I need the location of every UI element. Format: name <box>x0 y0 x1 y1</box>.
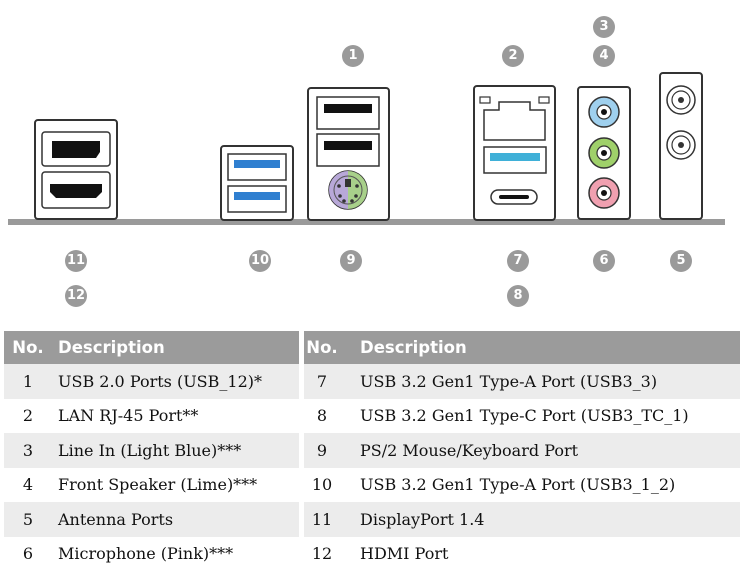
row-description: Antenna Ports <box>52 502 299 537</box>
callout-12: 12 <box>65 285 87 307</box>
displayport-connector <box>41 131 111 167</box>
io-panel-diagram <box>8 72 725 225</box>
row-no: 3 <box>4 433 52 468</box>
audio-jacks-block <box>577 86 631 220</box>
callout-4: 4 <box>593 45 615 67</box>
header-no: No. <box>4 331 52 364</box>
header-description: Description <box>340 331 740 364</box>
antenna-block <box>659 72 703 220</box>
callout-11: 11 <box>65 250 87 272</box>
row-no: 9 <box>304 433 340 468</box>
row-no: 5 <box>4 502 52 537</box>
callout-6: 6 <box>593 250 615 272</box>
table-row: 6 Microphone (Pink)*** <box>4 537 299 572</box>
panel-baseline <box>8 219 725 225</box>
usb2-ps2-block <box>307 87 390 221</box>
row-description: Front Speaker (Lime)*** <box>58 475 258 495</box>
row-no: 2 <box>22 406 34 426</box>
usb3-dual-block <box>220 145 294 221</box>
header-no: No. <box>304 331 340 364</box>
row-description: USB 3.2 Gen1 Type-A Port (USB3_3) <box>340 364 740 399</box>
rj45-port <box>479 96 550 141</box>
typec-port <box>490 189 538 205</box>
row-description: PS/2 Mouse/Keyboard Port <box>340 433 740 468</box>
callout-7: 7 <box>507 250 529 272</box>
table-row: 12 HDMI Port <box>304 537 740 572</box>
display-hdmi-block <box>34 119 118 220</box>
row-description: USB 3.2 Gen1 Type-C Port (USB3_TC_1) <box>360 406 689 426</box>
callout-3: 3 <box>593 16 615 38</box>
callout-5: 5 <box>670 250 692 272</box>
ps2-port <box>328 170 368 210</box>
table-row: 10 USB 3.2 Gen1 Type-A Port (USB3_1_2) <box>304 468 740 503</box>
table-row: 8 USB 3.2 Gen1 Type-C Port (USB3_TC_1) <box>304 399 740 434</box>
callout-2: 2 <box>502 45 524 67</box>
row-description: Line In (Light Blue)*** <box>52 433 299 468</box>
row-description: HDMI Port <box>360 544 449 564</box>
callout-8: 8 <box>507 285 529 307</box>
row-no: 1 <box>4 364 52 399</box>
row-no: 8 <box>316 406 328 426</box>
row-description: USB 3.2 Gen1 Type-A Port (USB3_1_2) <box>360 475 676 495</box>
row-description: LAN RJ-45 Port** <box>58 406 199 426</box>
table-row: 2 LAN RJ-45 Port** <box>4 399 299 434</box>
table-row: 4 Front Speaker (Lime)*** <box>4 468 299 503</box>
hdmi-connector <box>41 171 111 209</box>
row-no: 11 <box>304 502 340 537</box>
lan-usb3-typec-block <box>473 85 556 221</box>
table-header: No. Description <box>4 331 299 364</box>
row-no: 6 <box>22 544 34 564</box>
header-description: Description <box>52 331 299 364</box>
row-no: 4 <box>22 475 34 495</box>
row-description: DisplayPort 1.4 <box>340 502 740 537</box>
row-description: Microphone (Pink)*** <box>58 544 234 564</box>
row-no: 12 <box>311 544 333 564</box>
callout-9: 9 <box>340 250 362 272</box>
row-no: 10 <box>311 475 333 495</box>
callout-10: 10 <box>249 250 271 272</box>
row-no: 7 <box>304 364 340 399</box>
table-header: No. Description <box>304 331 740 364</box>
row-description: USB 2.0 Ports (USB_12)* <box>52 364 299 399</box>
callout-1: 1 <box>342 45 364 67</box>
